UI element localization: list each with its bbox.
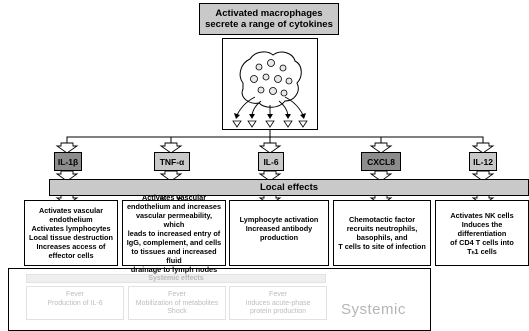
effect-line: to tissues and increased fluid <box>131 246 217 265</box>
effect-line: T cells to site of infection <box>338 242 426 251</box>
effect-line: Chemotactic factor <box>348 215 416 224</box>
effect-line: Increases access of <box>36 242 106 251</box>
effect-line: Increased antibody <box>245 224 313 233</box>
systemic-line: Production of IL-6 <box>47 299 103 307</box>
systemic-tnfa: Fever Mobilization of metabolites Shock <box>128 286 226 320</box>
systemic-line: Fever <box>269 291 287 298</box>
effect-line: Tₕ1 cells <box>467 246 497 256</box>
systemic-line: Fever <box>168 291 186 298</box>
effect-line: drainage to lymph nodes <box>130 264 218 274</box>
macrophage-drawing <box>232 51 308 128</box>
systemic-il6: Fever Induces acute-phase protein produc… <box>229 286 327 320</box>
cytokine-cxcl8: CXCL8 <box>361 152 401 171</box>
effect-line: Activates lymphocytes <box>31 224 111 233</box>
effect-line: endothelium <box>49 215 93 224</box>
cytokine-il6: IL-6 <box>258 152 284 171</box>
effect-il12: Activates NK cells Induces the different… <box>435 200 529 266</box>
cytokine-il12: IL-12 <box>469 152 497 171</box>
systemic-line: protein production <box>249 308 307 315</box>
effect-line: production <box>259 233 299 242</box>
cytokine-il1b: IL-1β <box>54 152 82 171</box>
systemic-effects-band: Systemic effects <box>26 274 326 283</box>
effect-line: effector cells <box>48 251 94 260</box>
local-effects-band: Local effects <box>49 179 529 196</box>
systemic-il1b: Fever Production of IL-6 <box>26 286 124 320</box>
systemic-line: Induces acute-phase <box>245 299 311 307</box>
effect-line: Induces the differentiation <box>457 219 507 238</box>
systemic-overlay-text: Systemic <box>341 301 406 318</box>
effect-line: of CD4 T cells into <box>450 237 514 247</box>
effect-tnfa: Activates vascular endothelium and incre… <box>122 193 226 274</box>
cytokine-tnfa: TNF-α <box>154 152 190 171</box>
diagram-title: Activated macrophages secrete a range of… <box>199 3 339 35</box>
effect-line: Activates vascular <box>141 192 207 202</box>
systemic-line: Fever <box>66 291 84 298</box>
effect-line: Activates NK cells <box>450 210 514 220</box>
effect-line: Activates vascular <box>38 206 104 215</box>
effect-line: endothelium and increases <box>126 201 222 211</box>
effect-line: basophils, and <box>356 233 408 242</box>
macrophage-illustration <box>222 38 318 130</box>
systemic-line: Shock <box>167 308 187 315</box>
effect-line: vascular permeability, which <box>135 210 213 229</box>
systemic-line: Mobilization of metabolites <box>135 299 219 307</box>
effect-line: Local tissue destruction <box>29 233 113 242</box>
effect-line: recruits neutrophils, <box>346 224 418 233</box>
effect-cxcl8: Chemotactic factor recruits neutrophils,… <box>333 200 431 266</box>
effect-il6: Lymphocyte activation Increased antibody… <box>229 200 329 266</box>
effect-line: leads to increased entry of <box>127 228 221 238</box>
effect-il1b: Activates vascular endothelium Activates… <box>24 200 118 266</box>
effect-line: IgG, complement, and cells <box>126 237 222 247</box>
effect-line: Lymphocyte activation <box>239 215 319 224</box>
